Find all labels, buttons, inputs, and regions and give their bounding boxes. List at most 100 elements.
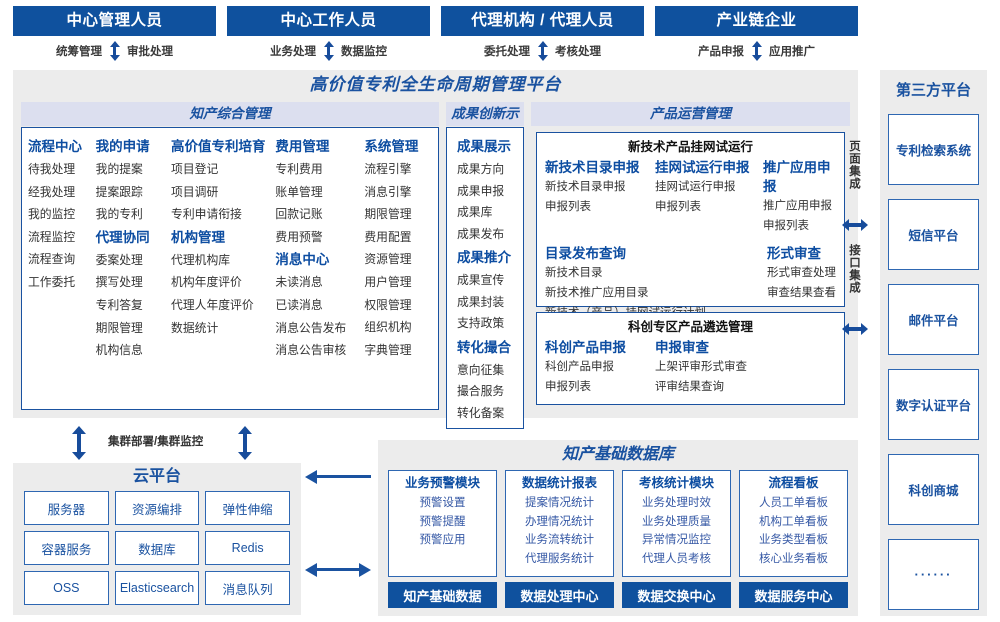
third-party-item[interactable]: 专利检索系统: [888, 114, 979, 185]
menu-item[interactable]: 形式审查处理: [767, 267, 836, 279]
database-card-item[interactable]: 办理情况统计: [525, 515, 594, 528]
menu-item[interactable]: 委案处理: [95, 252, 143, 267]
menu-item[interactable]: 新技术目录: [545, 267, 603, 279]
menu-item[interactable]: 消息公告审核: [275, 343, 347, 358]
cloud-item[interactable]: 资源编排: [114, 491, 200, 525]
cloud-item[interactable]: 数据库: [114, 531, 200, 565]
menu-item[interactable]: 资源管理: [364, 252, 412, 267]
database-column: 考核统计模块业务处理时效业务处理质量异常情况监控代理人员考核数据交换中心: [622, 470, 731, 608]
menu-item[interactable]: 申报列表: [545, 201, 591, 213]
menu-item[interactable]: 撰写处理: [95, 275, 143, 290]
menu-item[interactable]: 成果申报: [457, 183, 505, 198]
menu-item[interactable]: 成果封装: [457, 294, 505, 309]
menu-item[interactable]: 我的监控: [28, 207, 76, 222]
database-card-item[interactable]: 业务流转统计: [525, 534, 594, 546]
menu-item[interactable]: 推广应用申报: [763, 200, 832, 212]
menu-item[interactable]: 字典管理: [364, 342, 412, 357]
menu-item[interactable]: 权限管理: [364, 297, 412, 312]
third-party-item[interactable]: 邮件平台: [888, 284, 979, 355]
menu-item[interactable]: 代理机构库: [171, 252, 231, 267]
menu-item[interactable]: 费用配置: [364, 229, 412, 244]
cloud-item[interactable]: Elasticsearch: [114, 571, 200, 605]
menu-item[interactable]: 专利答复: [95, 297, 143, 312]
role-column: 产业链企业 产品申报 应用推广: [655, 6, 858, 66]
cloud-item[interactable]: 消息队列: [205, 571, 290, 605]
menu-item[interactable]: 新技术推广应用目录: [545, 287, 649, 299]
database-card-item[interactable]: 代理人员考核: [642, 552, 711, 565]
database-card-item[interactable]: 核心业务看板: [759, 552, 828, 565]
database-card-item[interactable]: 业务类型看板: [759, 534, 828, 546]
menu-item[interactable]: 待我处理: [28, 162, 76, 176]
menu-item[interactable]: 未读消息: [275, 275, 323, 290]
menu-item[interactable]: 项目登记: [171, 162, 219, 176]
menu-item[interactable]: 消息公告发布: [275, 320, 347, 335]
menu-item[interactable]: 期限管理: [364, 207, 412, 222]
menu-item[interactable]: 专利费用: [275, 162, 323, 176]
database-card-item[interactable]: 提案情况统计: [525, 497, 594, 509]
menu-item[interactable]: 专利申请衔接: [171, 207, 242, 222]
menu-item[interactable]: 已读消息: [275, 297, 323, 312]
menu-item[interactable]: 申报列表: [763, 220, 809, 232]
database-card-item[interactable]: 业务处理时效: [642, 497, 711, 509]
menu-item[interactable]: 期限管理: [95, 320, 143, 335]
menu-item[interactable]: 用户管理: [364, 274, 412, 289]
database-footer-button[interactable]: 数据交换中心: [622, 582, 731, 608]
third-party-item[interactable]: 短信平台: [888, 199, 979, 270]
cloud-item[interactable]: 服务器: [24, 491, 109, 525]
menu-item[interactable]: 工作委托: [28, 274, 76, 289]
database-card-item[interactable]: 预警应用: [419, 534, 466, 546]
menu-item[interactable]: 组织机构: [364, 320, 412, 335]
menu-item[interactable]: 我的专利: [95, 207, 143, 222]
menu-item[interactable]: 账单管理: [275, 184, 323, 199]
menu-item[interactable]: 成果发布: [457, 226, 505, 241]
menu-item[interactable]: 数据统计: [171, 320, 219, 335]
cloud-item[interactable]: Redis: [205, 531, 290, 565]
menu-item[interactable]: 意向征集: [457, 362, 505, 377]
menu-item[interactable]: 支持政策: [457, 316, 505, 330]
menu-item[interactable]: 撮合服务: [457, 384, 505, 398]
menu-item[interactable]: 挂网试运行申报: [655, 181, 736, 193]
menu-item[interactable]: 科创产品申报: [545, 361, 614, 373]
database-footer-button[interactable]: 知产基础数据: [388, 582, 497, 608]
database-card-item[interactable]: 异常情况监控: [642, 534, 711, 546]
menu-item[interactable]: 我的提案: [95, 162, 143, 176]
menu-item[interactable]: 经我处理: [28, 184, 76, 199]
menu-item[interactable]: 项目调研: [171, 184, 219, 199]
menu-item[interactable]: 流程引擎: [364, 162, 412, 176]
menu-item[interactable]: 申报列表: [655, 201, 701, 213]
third-party-item[interactable]: ······: [888, 539, 979, 610]
database-card-item[interactable]: 机构工单看板: [759, 515, 828, 528]
database-card-item[interactable]: 人员工单看板: [759, 497, 828, 509]
menu-item[interactable]: 评审结果查询: [655, 381, 724, 393]
menu-item[interactable]: 成果宣传: [457, 273, 505, 287]
cloud-item[interactable]: 弹性伸缩: [205, 491, 290, 525]
menu-item[interactable]: 流程查询: [28, 252, 76, 267]
database-footer-button[interactable]: 数据处理中心: [505, 582, 614, 608]
menu-item[interactable]: 审查结果查看: [767, 287, 836, 299]
menu-item[interactable]: 申报列表: [545, 381, 591, 393]
menu-item[interactable]: 流程监控: [28, 229, 76, 244]
menu-item[interactable]: 转化备案: [457, 405, 505, 420]
third-party-item[interactable]: 科创商城: [888, 454, 979, 525]
third-party-item[interactable]: 数字认证平台: [888, 369, 979, 440]
section-header: 产品运营管理: [531, 102, 850, 126]
menu-item[interactable]: 机构年度评价: [171, 275, 242, 290]
menu-item[interactable]: 上架评审形式审查: [655, 361, 747, 373]
database-card-item[interactable]: 预警设置: [419, 497, 466, 509]
menu-item[interactable]: 成果库: [457, 205, 493, 219]
cloud-item[interactable]: 容器服务: [24, 531, 109, 565]
database-card-item[interactable]: 预警提醒: [419, 515, 466, 528]
cloud-item[interactable]: OSS: [24, 571, 109, 605]
database-footer-button[interactable]: 数据服务中心: [739, 582, 848, 608]
menu-item[interactable]: 提案跟踪: [95, 184, 143, 199]
role-title: 中心工作人员: [227, 6, 430, 36]
menu-item[interactable]: 代理人年度评价: [171, 297, 254, 312]
menu-item[interactable]: 成果方向: [457, 162, 505, 176]
database-card-item[interactable]: 业务处理质量: [642, 515, 711, 528]
menu-item[interactable]: 回款记账: [275, 207, 323, 222]
menu-item[interactable]: 消息引擎: [364, 184, 412, 199]
menu-item[interactable]: 机构信息: [95, 343, 143, 358]
menu-item[interactable]: 新技术目录申报: [545, 181, 626, 193]
menu-item[interactable]: 费用预警: [275, 229, 323, 244]
database-card-item[interactable]: 代理服务统计: [525, 552, 594, 565]
